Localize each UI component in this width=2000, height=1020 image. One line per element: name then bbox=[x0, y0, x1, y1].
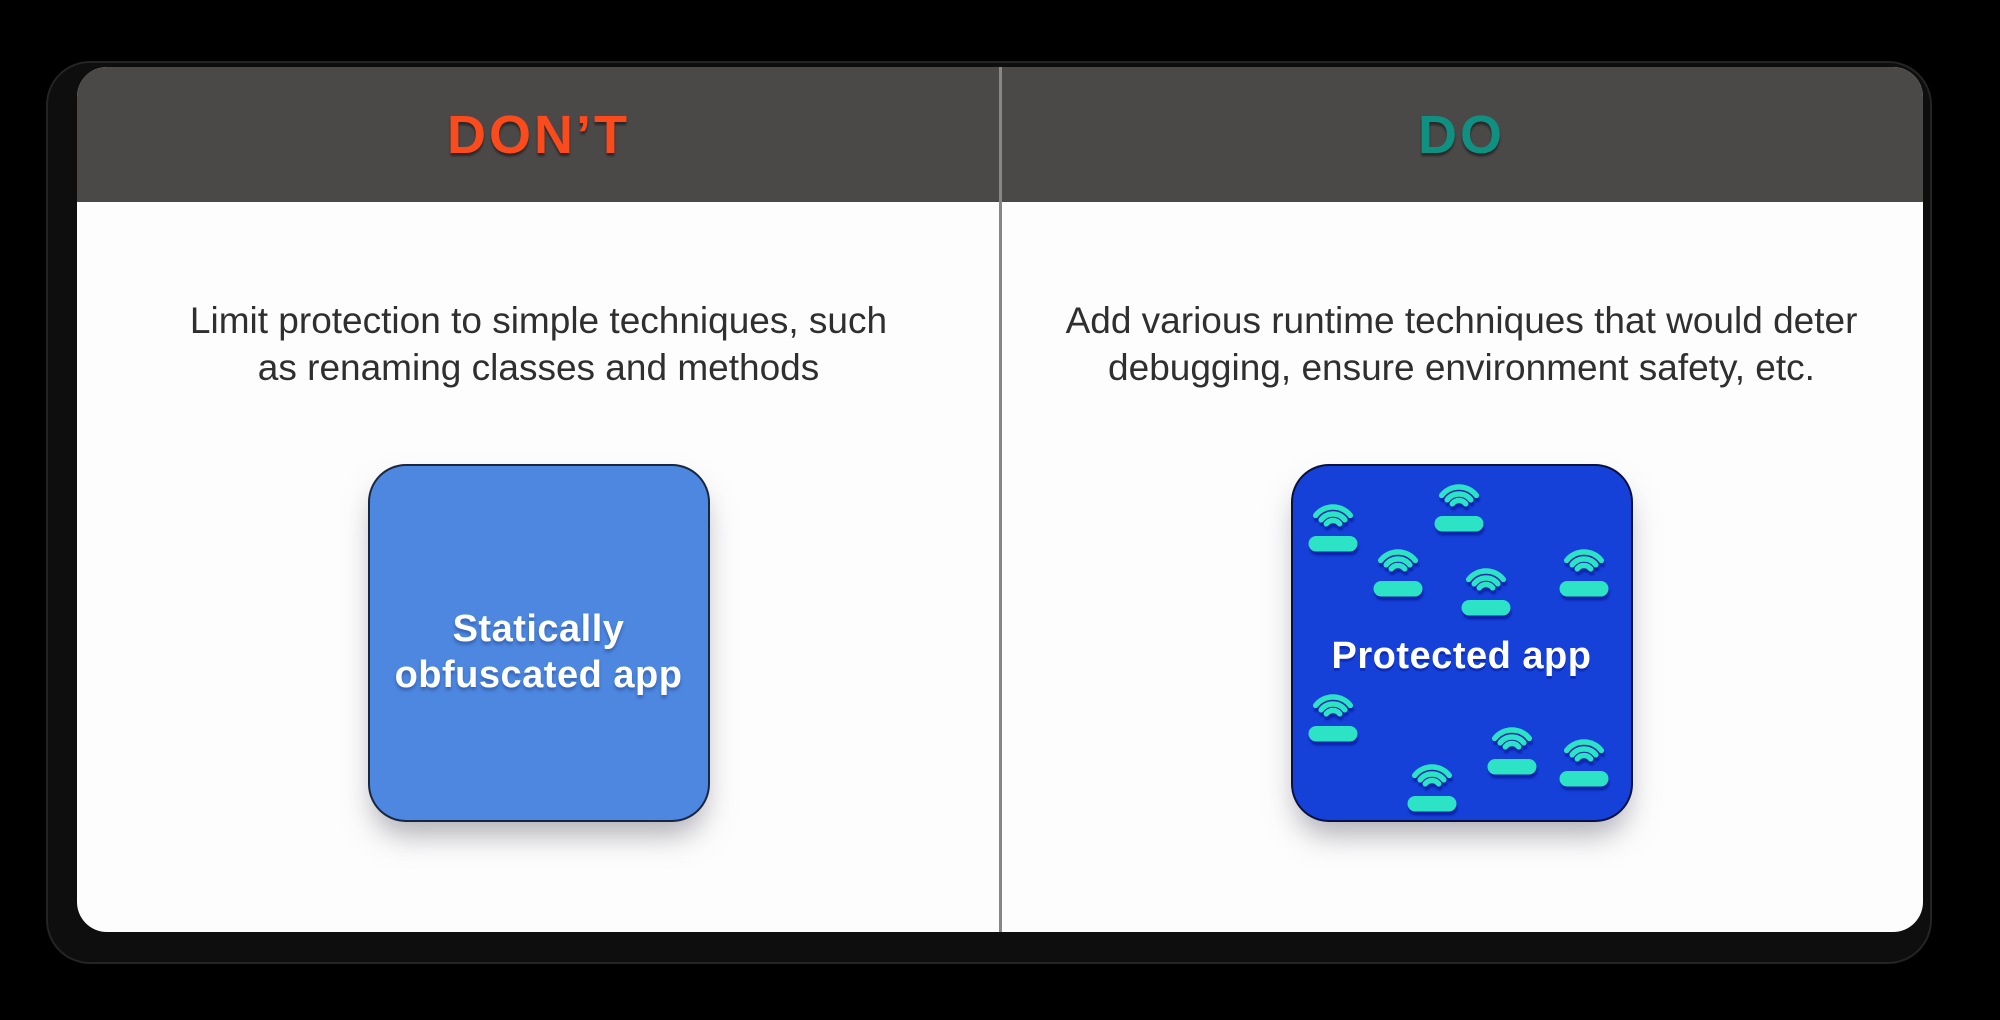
statically-obfuscated-app-label: Statically obfuscated app bbox=[395, 587, 683, 698]
column-divider bbox=[998, 67, 1002, 932]
protected-app-label: Protected app bbox=[1331, 634, 1592, 677]
wifi-router-icon bbox=[1306, 686, 1360, 742]
wifi-router-icon bbox=[1405, 756, 1459, 812]
dont-header-cell: DON’T bbox=[77, 67, 1000, 202]
protected-app-box: Protected app bbox=[1290, 463, 1633, 822]
comparison-card: DON’T DO Limit protection to simple tech… bbox=[77, 67, 1923, 932]
do-description: Add various runtime techniques that woul… bbox=[1066, 298, 1858, 392]
obfuscated-label-line-2: obfuscated app bbox=[394, 653, 683, 696]
obfuscated-label-line-1: Statically bbox=[452, 608, 625, 651]
dont-description-line-1: Limit protection to simple techniques, s… bbox=[189, 300, 888, 341]
wifi-router-icon bbox=[1306, 496, 1360, 552]
do-description-line-2: debugging, ensure environment safety, et… bbox=[1108, 346, 1815, 388]
wifi-router-icon bbox=[1485, 719, 1539, 775]
dont-description-line-2: as renaming classes and methods bbox=[257, 346, 820, 388]
dont-title: DON’T bbox=[447, 104, 630, 165]
card-body: Limit protection to simple techniques, s… bbox=[77, 202, 1923, 932]
do-panel: Add various runtime techniques that woul… bbox=[1000, 202, 1923, 932]
dont-panel: Limit protection to simple techniques, s… bbox=[77, 202, 1000, 932]
do-title: DO bbox=[1418, 104, 1505, 165]
do-description-line-1: Add various runtime techniques that woul… bbox=[1065, 300, 1858, 341]
wifi-router-icon bbox=[1557, 541, 1611, 597]
wifi-router-icon bbox=[1459, 560, 1513, 616]
do-header-cell: DO bbox=[1000, 67, 1923, 202]
wifi-router-icon bbox=[1432, 476, 1486, 532]
dont-description: Limit protection to simple techniques, s… bbox=[190, 298, 887, 392]
statically-obfuscated-app-box: Statically obfuscated app bbox=[367, 463, 710, 822]
wifi-router-icon bbox=[1557, 731, 1611, 787]
wifi-router-icon bbox=[1371, 541, 1425, 597]
